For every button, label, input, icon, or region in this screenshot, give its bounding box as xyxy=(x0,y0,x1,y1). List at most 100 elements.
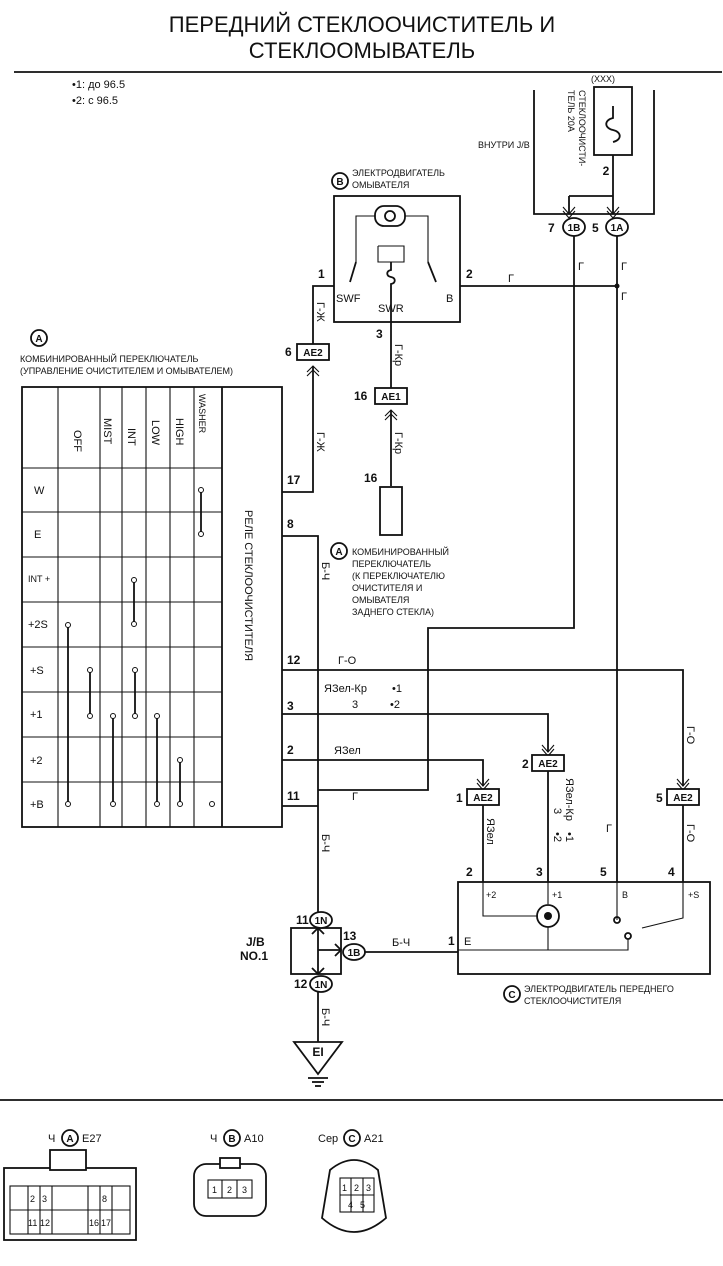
title-line-1: ПЕРЕДНИЙ СТЕКЛООЧИСТИТЕЛЬ И xyxy=(169,12,555,37)
ae1-box xyxy=(374,387,408,405)
row-int: INT + xyxy=(28,574,50,584)
washer-int-3 xyxy=(377,245,405,263)
wire-label-yazel-2: ЯЗел xyxy=(484,818,496,845)
wire-label-3b: 3 xyxy=(551,808,563,814)
washer-b: B xyxy=(446,293,453,305)
wire-label-g-1: Г xyxy=(578,261,584,273)
legend-c-code: A21 xyxy=(364,1133,384,1145)
washer-pin-1: 1 xyxy=(318,267,325,281)
legend-a-connector xyxy=(3,1149,137,1241)
legend-a-color: Ч xyxy=(48,1133,55,1145)
wire-mark-3: •1 xyxy=(563,832,575,842)
legend-a-pin-17: 17 xyxy=(101,1218,111,1228)
jb-conn-1n-bottom-code: 1N xyxy=(315,980,328,991)
washer-motor-symbol xyxy=(374,205,406,227)
legend-a-pin-3: 3 xyxy=(42,1194,47,1204)
switch-letter: A xyxy=(35,334,42,345)
jb-conn-1n-top xyxy=(309,911,333,929)
pos-mist: MIST xyxy=(101,418,113,445)
wire-label-g-6: Г xyxy=(352,791,358,803)
washer-swr: SWR xyxy=(378,303,404,315)
wiper-motor-rotor xyxy=(544,912,552,920)
note-1: •1: до 96.5 xyxy=(72,79,125,91)
wire-mark-1: •1 xyxy=(392,683,402,695)
switch-contacts xyxy=(65,487,215,807)
wire-label-bch-1: Б-Ч xyxy=(319,562,331,580)
jb-enclosure xyxy=(533,90,655,215)
switch-pin-3: 3 xyxy=(287,699,294,713)
junction-dot-1 xyxy=(614,283,620,289)
switch-pin-2: 2 xyxy=(287,743,294,757)
ae2-6-code: AE2 xyxy=(303,348,323,359)
rear-switch-pin: 16 xyxy=(364,471,378,485)
wire-pin3 xyxy=(282,713,549,752)
wire-label-gzh-2: Г-Ж xyxy=(314,432,326,452)
title-line-2: СТЕКЛООМЫВАТЕЛЬ xyxy=(249,38,475,63)
pos-off: OFF xyxy=(71,430,83,452)
wire-label-yzk-1: ЯЗел-Кр xyxy=(324,683,367,695)
legend-b-letter: B xyxy=(228,1134,235,1145)
ae2-1-pin: 1 xyxy=(456,791,463,805)
legend-c-circle xyxy=(343,1129,361,1147)
legend-c-pin-2: 2 xyxy=(354,1183,359,1193)
rear-switch-4: ОЧИСТИТЕЛЯ И xyxy=(352,583,422,593)
wire-mark-4: •2 xyxy=(551,832,563,842)
wiper-motor-box xyxy=(457,881,711,975)
wire-washer-pin1 xyxy=(312,285,334,344)
wire-label-yzk-2: ЯЗел-Кр xyxy=(563,778,575,821)
rear-switch-box xyxy=(379,486,403,536)
legend-b-pin-3: 3 xyxy=(242,1185,247,1195)
wiper-pin-2: 2 xyxy=(466,865,473,879)
row-b: +B xyxy=(30,799,44,811)
legend-c-pin-3: 3 xyxy=(366,1183,371,1193)
row-s: +S xyxy=(30,665,44,677)
switch-title-2: (УПРАВЛЕНИЕ ОЧИСТИТЕЛЕМ И ОМЫВАТЕЛЕМ) xyxy=(20,366,233,376)
legend-c-pin-4: 4 xyxy=(348,1200,353,1210)
jb-arrow-down xyxy=(311,967,325,976)
switch-pin-11: 11 xyxy=(287,789,300,803)
wiper-pin-4: 4 xyxy=(668,865,675,879)
wire-label-g-3: Г xyxy=(621,291,627,303)
legend-c-pin-5: 5 xyxy=(360,1200,365,1210)
jb-title-1: J/B xyxy=(246,935,265,949)
fuse-label-1: СТЕКЛООЧИСТИ- xyxy=(577,90,587,166)
jb-conn-1a-code: 1A xyxy=(611,223,624,234)
wiper-letter: C xyxy=(508,990,515,1001)
wire-to-pin17 xyxy=(282,366,314,493)
legend-b-code: A10 xyxy=(244,1133,264,1145)
row-2s: +2S xyxy=(28,619,48,631)
note-2: •2: с 96.5 xyxy=(72,95,118,107)
switch-title-1: КОМБИНИРОВАННЫЙ ПЕРЕКЛЮЧАТЕЛЬ xyxy=(20,353,199,364)
washer-title-2: ОМЫВАТЕЛЯ xyxy=(352,180,409,190)
jb-conn-1b-code: 1B xyxy=(348,948,361,959)
wiper-t-b: B xyxy=(622,890,628,900)
jb-pin-5: 5 xyxy=(592,221,599,235)
wiper-int-6 xyxy=(458,939,629,951)
legend-a-pin-16: 16 xyxy=(89,1218,99,1228)
inside-jb-label: ВНУТРИ J/B xyxy=(478,140,530,150)
legend-a-pin-12: 12 xyxy=(40,1218,50,1228)
washer-int-2 xyxy=(405,215,429,262)
switch-pin-17: 17 xyxy=(287,473,301,487)
wiper-b-contact xyxy=(613,916,621,924)
ae2-6-pin: 6 xyxy=(285,345,292,359)
legend-a-pin-8: 8 xyxy=(102,1194,107,1204)
rear-switch-6: ЗАДНЕГО СТЕКЛА) xyxy=(352,607,434,617)
relay-label: РЕЛЕ СТЕКЛООЧИСТИТЕЛЯ xyxy=(242,510,254,661)
row-w: W xyxy=(34,485,45,497)
rear-switch-5: ОМЫВАТЕЛЯ xyxy=(352,595,409,605)
switch-letter-circle xyxy=(30,329,48,347)
wiper-title-2: СТЕКЛООЧИСТИТЕЛЯ xyxy=(524,996,621,1006)
washer-b-contact xyxy=(427,261,437,283)
wiper-letter-circle xyxy=(503,985,521,1003)
wire-label-gzh-1: Г-Ж xyxy=(314,302,326,322)
fuse-pin: 2 xyxy=(603,164,610,178)
wiper-e: E xyxy=(464,936,471,948)
legend-b-connector xyxy=(193,1157,267,1217)
ae2-2-pin: 2 xyxy=(522,757,529,771)
wire-label-go-1: Г-О xyxy=(338,655,357,667)
rear-switch-3: (К ПЕРЕКЛЮЧАТЕЛЮ xyxy=(352,571,445,581)
legend-b-pin-1: 1 xyxy=(212,1185,217,1195)
ae2-1-code: AE2 xyxy=(473,793,493,804)
